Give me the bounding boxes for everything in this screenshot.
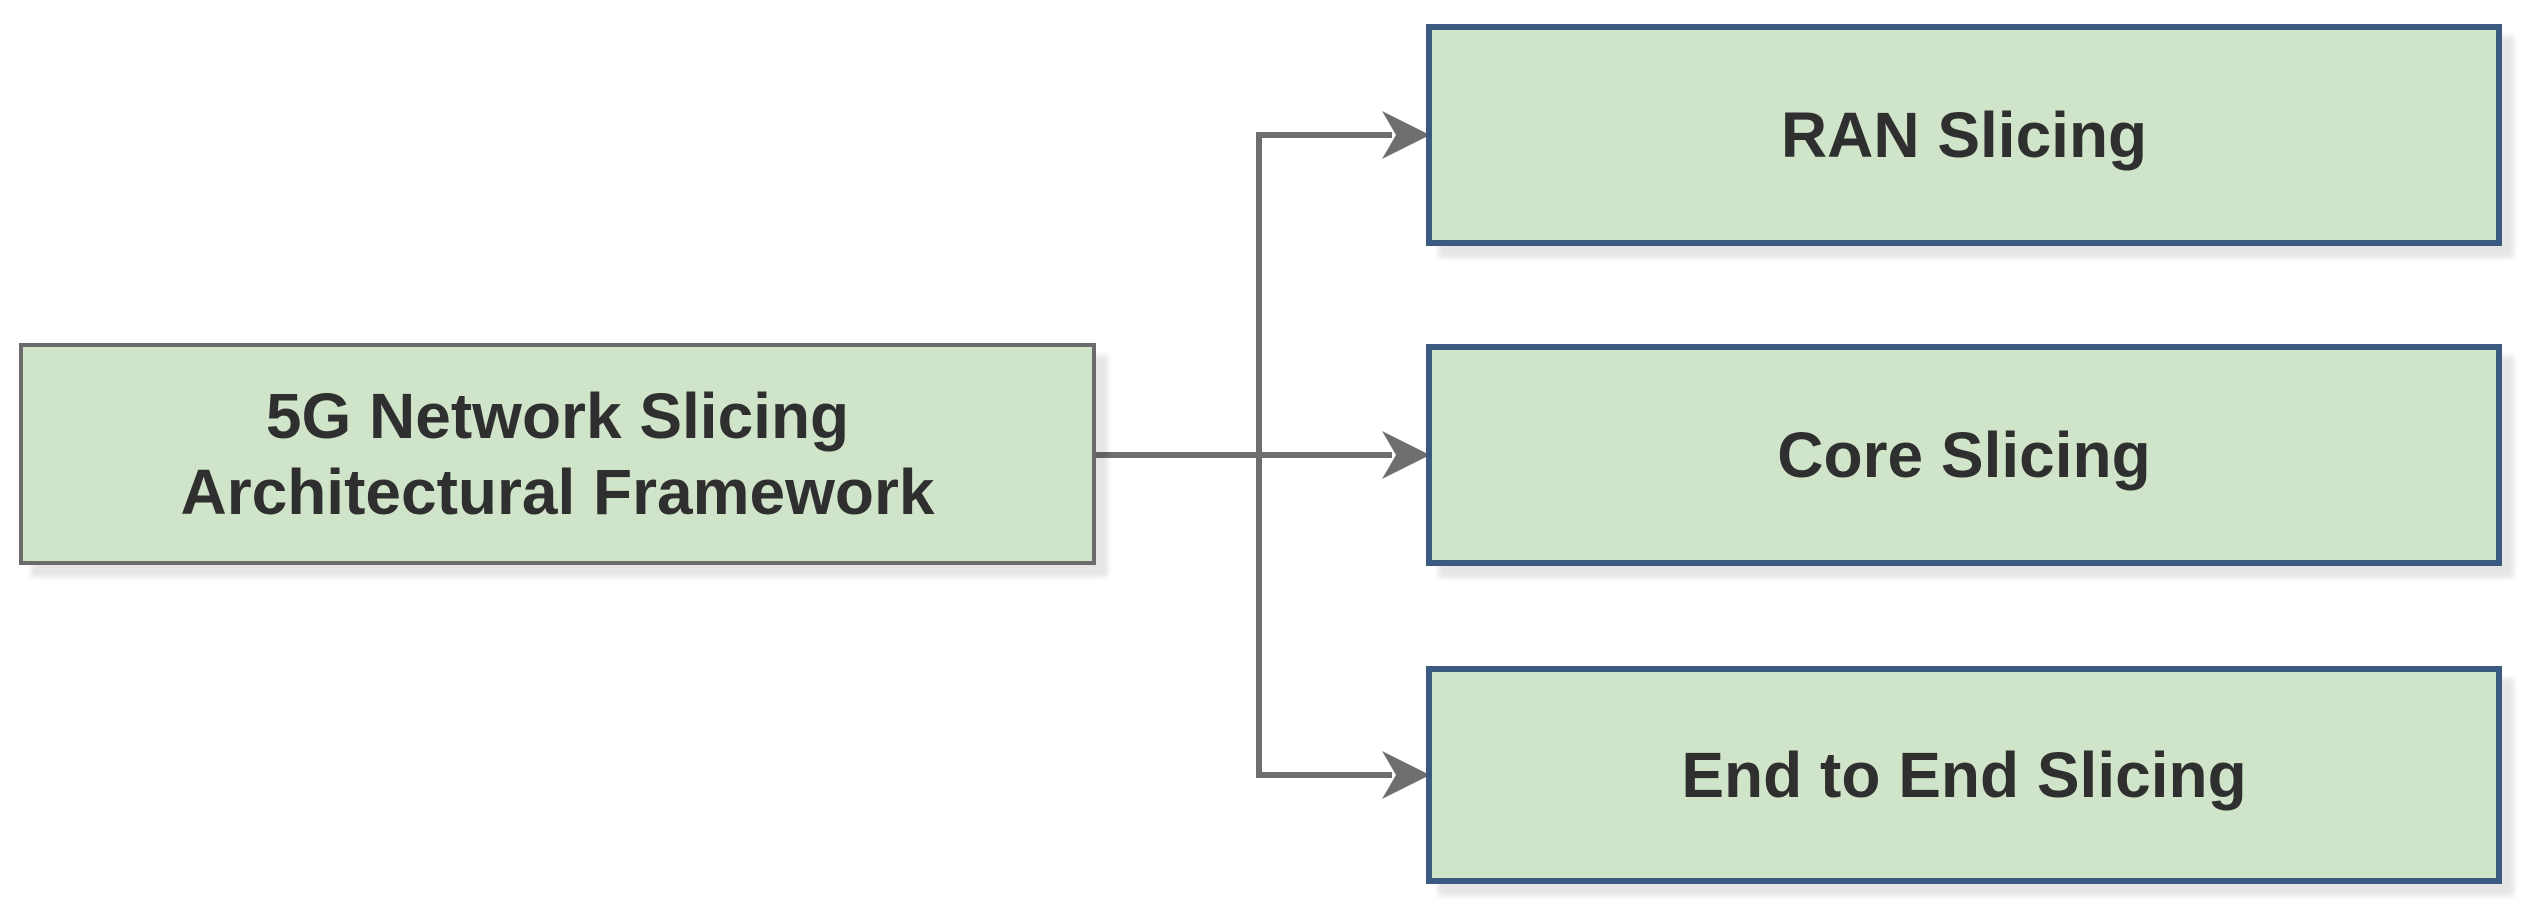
arrowhead-icon-core xyxy=(1382,431,1430,479)
arrowhead-icon-ran xyxy=(1382,111,1430,159)
node-framework-label-line1: 5G Network Slicing xyxy=(265,380,850,452)
node-framework-label-line2: Architectural Framework xyxy=(180,456,935,528)
node-end-to-end-slicing-label: End to End Slicing xyxy=(1681,739,2247,811)
node-ran-slicing-label: RAN Slicing xyxy=(1780,99,2148,171)
node-ran-slicing: RAN Slicing xyxy=(1426,24,2502,246)
node-core-slicing: Core Slicing xyxy=(1426,344,2502,566)
node-framework: 5G Network Slicing Architectural Framewo… xyxy=(19,343,1096,565)
node-end-to-end-slicing: End to End Slicing xyxy=(1426,666,2502,884)
node-framework-label: 5G Network Slicing Architectural Framewo… xyxy=(180,378,934,530)
node-core-slicing-label: Core Slicing xyxy=(1777,419,2151,491)
arrowhead-icon-e2e xyxy=(1382,751,1430,799)
